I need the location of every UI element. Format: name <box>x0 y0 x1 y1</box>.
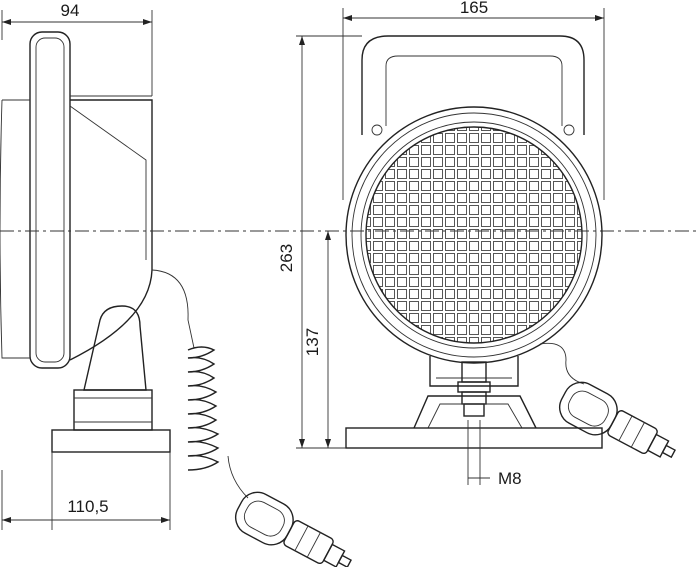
dim-label-94: 94 <box>61 1 80 20</box>
front-cable <box>539 342 585 385</box>
dim-label-165: 165 <box>460 0 488 17</box>
front-base-arch <box>413 395 537 429</box>
front-view: 165 M8 <box>277 0 676 488</box>
dimension-137: 137 <box>303 231 331 448</box>
side-plug-icon <box>234 491 352 567</box>
front-plug-icon <box>558 381 676 459</box>
side-coiled-cable <box>187 346 220 471</box>
dimension-110-5: 110,5 <box>1 452 171 530</box>
dim-label-m8: M8 <box>498 469 522 488</box>
side-cable <box>151 269 195 349</box>
dimension-263: 263 <box>277 35 362 449</box>
side-stand <box>83 305 147 391</box>
side-front-rim <box>29 31 71 369</box>
side-magnet <box>73 389 153 431</box>
front-outer-ring <box>345 106 603 364</box>
dim-label-263: 263 <box>277 244 296 272</box>
dimension-94: 94 <box>1 1 153 96</box>
front-base <box>345 427 603 449</box>
front-bracket <box>429 356 519 387</box>
dim-label-110-5: 110,5 <box>67 497 108 516</box>
side-base <box>51 429 171 453</box>
grid-lens-icon <box>365 126 583 344</box>
dimension-165: 165 <box>342 0 605 200</box>
dim-label-137: 137 <box>303 328 322 356</box>
carry-handle <box>361 35 585 135</box>
